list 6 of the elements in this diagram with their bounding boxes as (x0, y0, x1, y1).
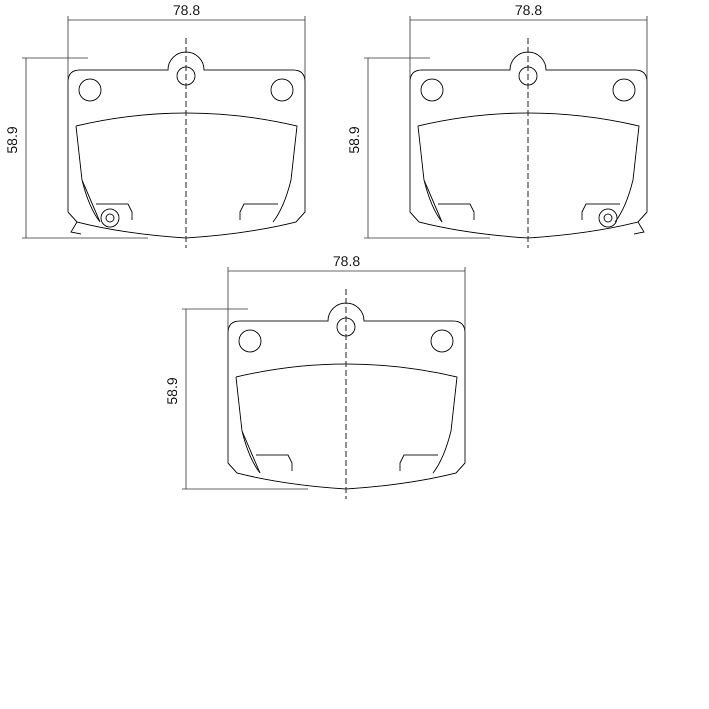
dimension-value: 58.9 (164, 377, 180, 405)
dimension-value: 78.8 (172, 2, 200, 18)
dimension-value: 58.9 (4, 126, 20, 154)
dimension-value: 78.8 (514, 2, 542, 18)
dimension-value: 78.8 (332, 253, 360, 269)
dimension-value: 58.9 (346, 126, 362, 154)
